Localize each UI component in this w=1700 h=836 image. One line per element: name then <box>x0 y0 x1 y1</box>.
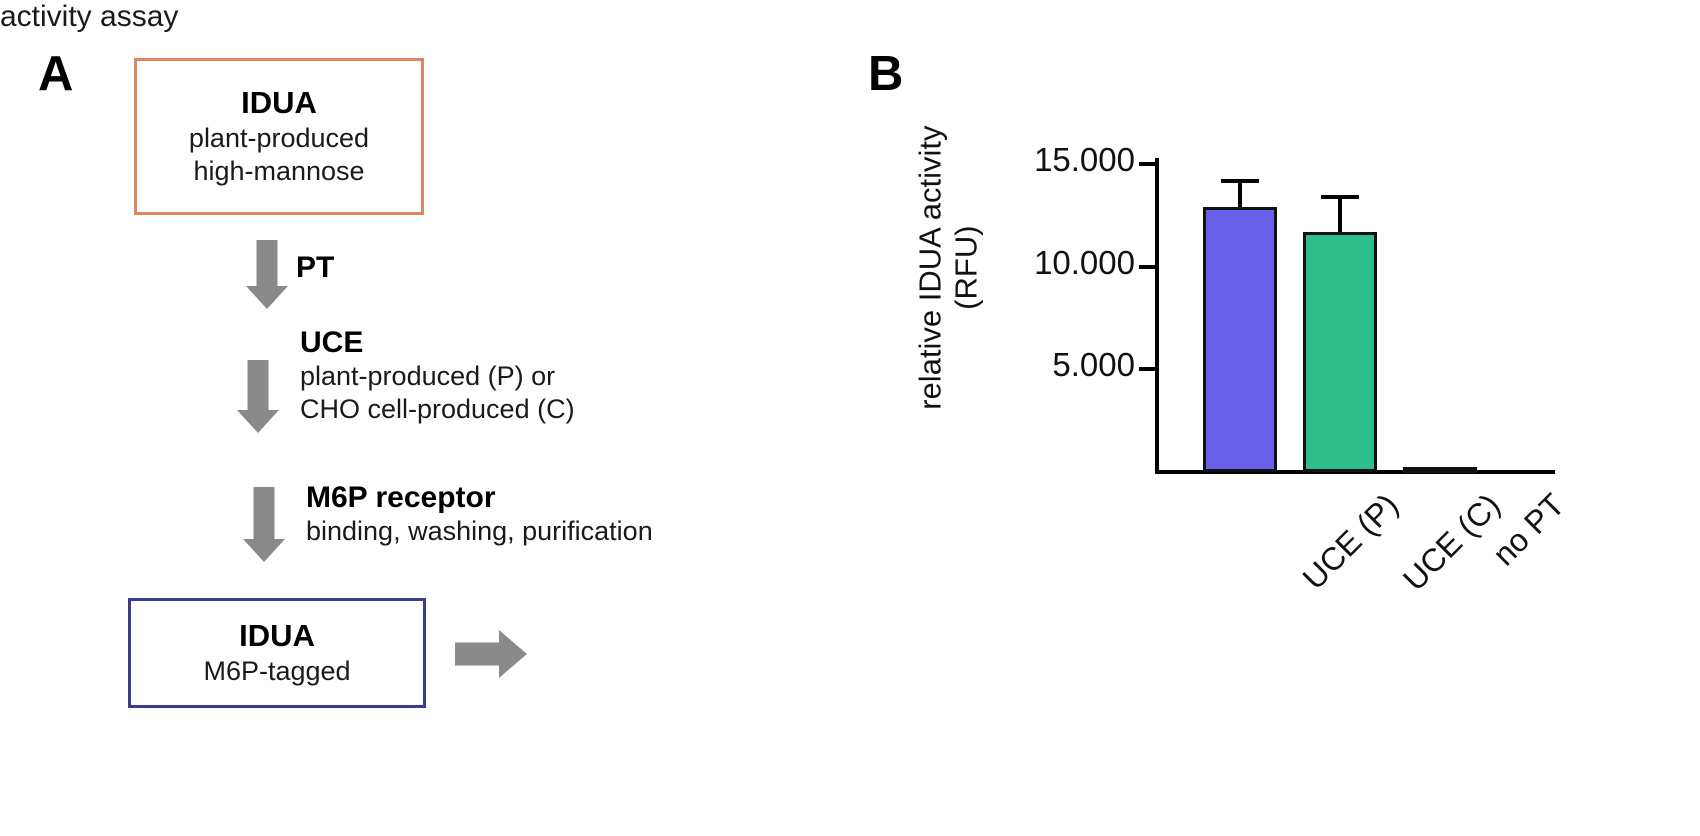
output-label-activity-assay: activity assay <box>0 0 179 33</box>
y-axis-ticks: 5.000 10.000 15.000 <box>850 0 1700 836</box>
step-sub-uce-line2: CHO cell-produced (C) <box>300 394 575 425</box>
step-title-pt: PT <box>296 251 335 284</box>
x-axis-line <box>1155 470 1555 474</box>
flow-box-input-line2: high-mannose <box>193 156 365 187</box>
step-title-uce: UCE <box>300 326 364 359</box>
y-axis-tick-label: 10.000 <box>1034 243 1135 281</box>
bar-no-pt <box>1403 467 1477 473</box>
step-label-uce: UCE plant-produced (P) or CHO cell-produ… <box>300 325 575 426</box>
y-axis-tick <box>1139 264 1157 269</box>
flow-box-output-idua: IDUA M6P-tagged <box>128 598 426 708</box>
arrow-head <box>246 286 288 309</box>
arrow-down-m6p-icon <box>240 487 288 567</box>
step-title-m6p: M6P receptor <box>306 481 496 514</box>
y-axis-tick-label: 5.000 <box>1052 346 1135 384</box>
step-label-pt: PT <box>296 250 334 285</box>
arrow-head <box>243 539 285 562</box>
step-sub-m6p: binding, washing, purification <box>306 516 653 547</box>
arrow-stem <box>256 240 278 288</box>
flow-box-input-line1: plant-produced <box>188 123 370 154</box>
arrow-right-assay-icon <box>455 630 527 678</box>
arrow-head <box>237 410 279 433</box>
error-bar-line <box>1338 195 1342 233</box>
flow-box-output-title: IDUA <box>239 617 315 653</box>
arrow-stem <box>253 487 275 541</box>
y-axis-tick <box>1139 367 1157 372</box>
panel-a-label: A <box>38 47 74 101</box>
panel-a-flowchart: A IDUA plant-produced high-mannose PT UC… <box>0 0 653 708</box>
arrow-head <box>499 630 527 678</box>
error-bar <box>1220 178 1260 208</box>
flow-box-input-idua: IDUA plant-produced high-mannose <box>134 58 424 215</box>
arrow-down-pt-icon <box>243 240 291 310</box>
error-bar-line <box>1238 178 1242 208</box>
step-sub-uce-line1: plant-produced (P) or <box>300 361 556 392</box>
error-bar <box>1320 195 1360 233</box>
bar-uce-c <box>1303 232 1377 472</box>
arrow-stem <box>455 642 499 666</box>
panel-b-label: B <box>868 47 904 101</box>
error-bar-cap <box>1321 195 1359 200</box>
y-axis-tick <box>1139 162 1157 167</box>
flow-box-output-line1: M6P-tagged <box>203 656 351 687</box>
error-bar-cap <box>1221 178 1259 183</box>
arrow-stem <box>247 360 269 412</box>
bar-uce-p <box>1203 207 1277 472</box>
flow-box-input-title: IDUA <box>241 84 317 120</box>
step-label-m6p-receptor: M6P receptor binding, washing, purificat… <box>306 480 653 548</box>
y-axis-tick-label: 15.000 <box>1034 141 1135 179</box>
y-axis-line <box>1155 158 1159 474</box>
arrow-down-uce-icon <box>234 360 282 436</box>
